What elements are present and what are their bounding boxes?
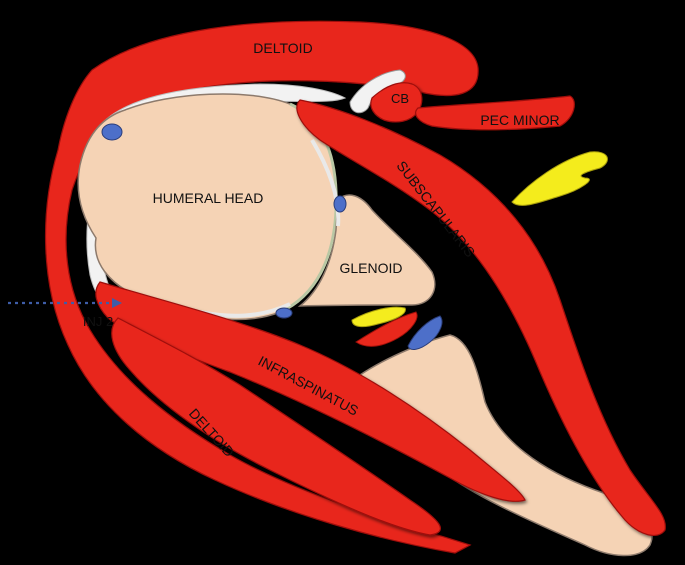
label-cb: CB bbox=[391, 91, 409, 106]
label-humeral-head: HUMERAL HEAD bbox=[153, 190, 264, 206]
vessel-circumflex bbox=[333, 195, 347, 213]
deltoid-outer bbox=[44, 20, 479, 554]
injection-arrowhead bbox=[112, 298, 122, 308]
pec-minor-muscle bbox=[415, 95, 575, 131]
artery-suprascapular bbox=[355, 311, 418, 347]
nerve-anterior bbox=[511, 151, 608, 206]
nerve-suprascapular bbox=[351, 306, 406, 328]
vessel-suprascapular bbox=[407, 315, 443, 350]
label-glenoid: GLENOID bbox=[339, 260, 402, 276]
subscapularis-muscle bbox=[296, 99, 666, 537]
label-inj2: INJ 2 bbox=[83, 314, 113, 329]
humeral-head-bone bbox=[77, 93, 337, 321]
label-deltoid-top: DELTOID bbox=[253, 40, 312, 56]
label-pec-minor: PEC MINOR bbox=[480, 112, 559, 128]
deltoid-posterior bbox=[111, 317, 441, 536]
vessel-humeral-left bbox=[101, 123, 123, 141]
glenoid-bone bbox=[297, 194, 436, 307]
vessel-inferior bbox=[275, 307, 293, 319]
